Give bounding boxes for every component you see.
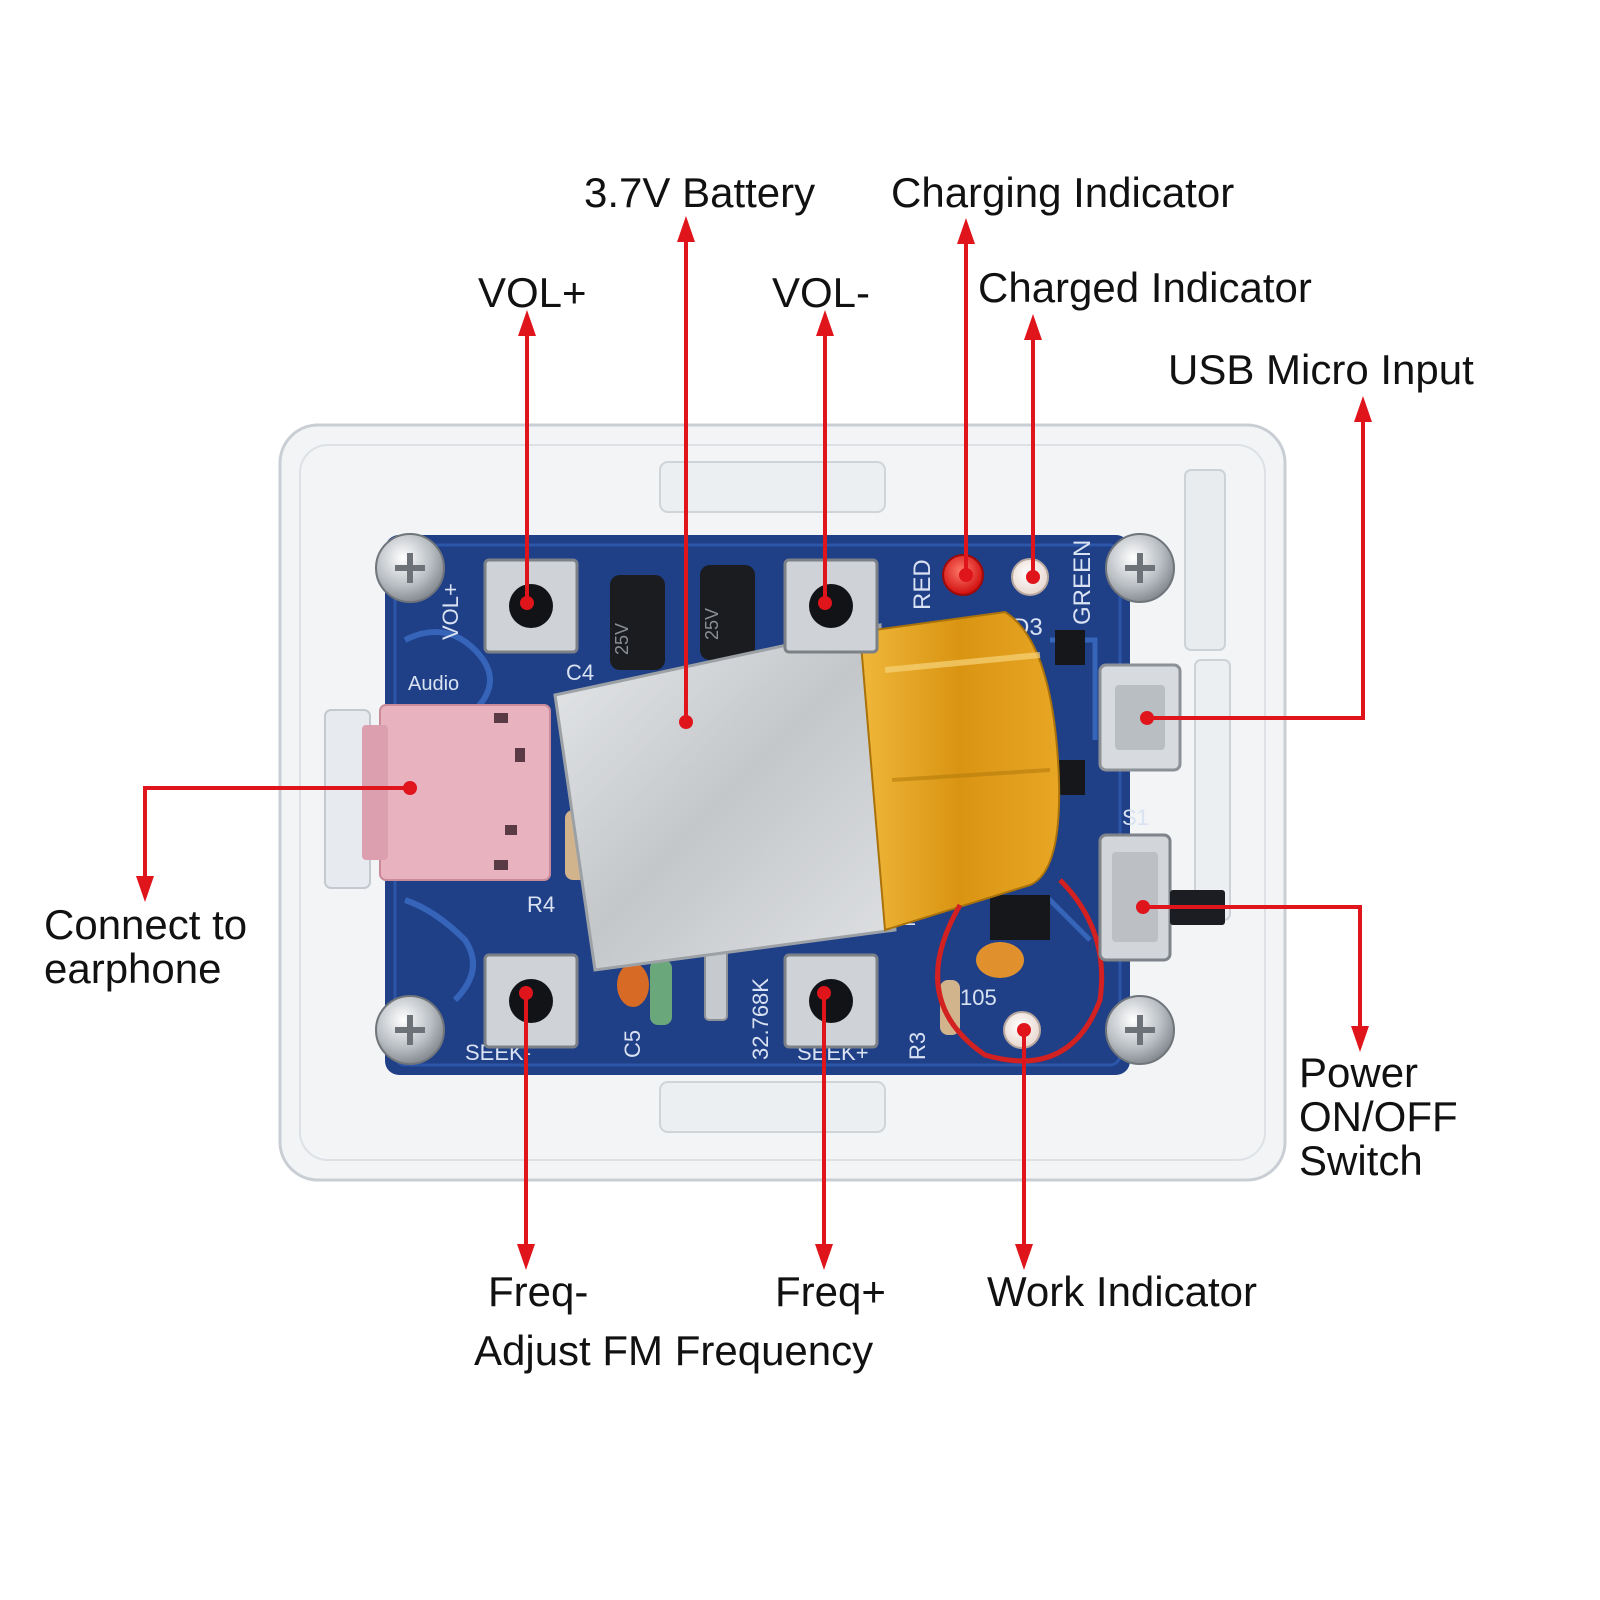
label-power-line2: ON/OFF bbox=[1299, 1093, 1458, 1141]
slide-switch-icon bbox=[1098, 833, 1225, 962]
arrow-work-indicator bbox=[1015, 1023, 1033, 1270]
audio-jack bbox=[362, 704, 551, 881]
label-earphone-line1: Connect to bbox=[44, 901, 248, 948]
cap-rating-1: 25V bbox=[612, 623, 632, 655]
battery-pack bbox=[553, 610, 1061, 972]
annotation-arrows bbox=[136, 216, 1372, 1270]
label-vol-minus: VOL- bbox=[772, 269, 871, 316]
label-freq-minus: Freq- bbox=[488, 1268, 589, 1315]
arrow-vol-minus bbox=[816, 310, 834, 610]
arrow-charging-indicator bbox=[957, 218, 975, 582]
small-components bbox=[565, 630, 1085, 1035]
label-adjust-fm: Adjust FM Frequency bbox=[474, 1327, 874, 1374]
arrow-charged-indicator bbox=[1024, 314, 1042, 584]
label-battery: 3.7V Battery bbox=[584, 169, 816, 216]
label-freq-plus: Freq+ bbox=[775, 1268, 886, 1315]
silk-s1: S1 bbox=[1122, 805, 1149, 830]
silk-vol-plus: VOL+ bbox=[438, 583, 463, 640]
silk-crystal: 32.768K bbox=[748, 978, 773, 1060]
screw-icon bbox=[375, 533, 1175, 1065]
label-charged-indicator: Charged Indicator bbox=[978, 264, 1312, 311]
label-vol-plus: VOL+ bbox=[478, 269, 587, 316]
label-power-line3: Switch bbox=[1299, 1137, 1423, 1185]
arrow-usb-micro-input bbox=[1140, 396, 1372, 725]
silk-audio: Audio bbox=[408, 673, 459, 695]
label-power-line1: Power bbox=[1299, 1049, 1419, 1096]
usb-port-icon bbox=[1098, 663, 1182, 772]
label-power-switch: Power ON/OFF Switch bbox=[1299, 1049, 1458, 1185]
led-icon bbox=[942, 554, 1049, 1049]
wire-loop bbox=[935, 878, 1105, 1064]
label-usb-micro-input: USB Micro Input bbox=[1168, 346, 1474, 393]
arrow-battery bbox=[677, 216, 695, 729]
arrow-vol-plus bbox=[518, 310, 536, 610]
silk-c4: C4 bbox=[566, 660, 594, 685]
arrow-freq-minus bbox=[517, 986, 535, 1270]
silk-c5: C5 bbox=[620, 1030, 645, 1058]
label-earphone: Connect to earphone bbox=[44, 901, 248, 993]
label-charging-indicator: Charging Indicator bbox=[891, 169, 1235, 216]
cap-rating-2: 25V bbox=[702, 608, 722, 640]
arrow-freq-plus bbox=[815, 986, 833, 1270]
electrolytic-capacitors: 25V 25V bbox=[610, 565, 755, 670]
silk-r4: R4 bbox=[527, 892, 555, 917]
label-work-indicator: Work Indicator bbox=[987, 1268, 1257, 1315]
arrow-earphone bbox=[136, 781, 417, 902]
label-earphone-line2: earphone bbox=[44, 945, 222, 993]
silk-r3: R3 bbox=[905, 1032, 930, 1060]
silk-green: GREEN bbox=[1069, 540, 1096, 625]
silk-105: 105 bbox=[960, 985, 997, 1010]
arrow-power-switch bbox=[1136, 900, 1369, 1052]
silk-red: RED bbox=[909, 559, 936, 610]
